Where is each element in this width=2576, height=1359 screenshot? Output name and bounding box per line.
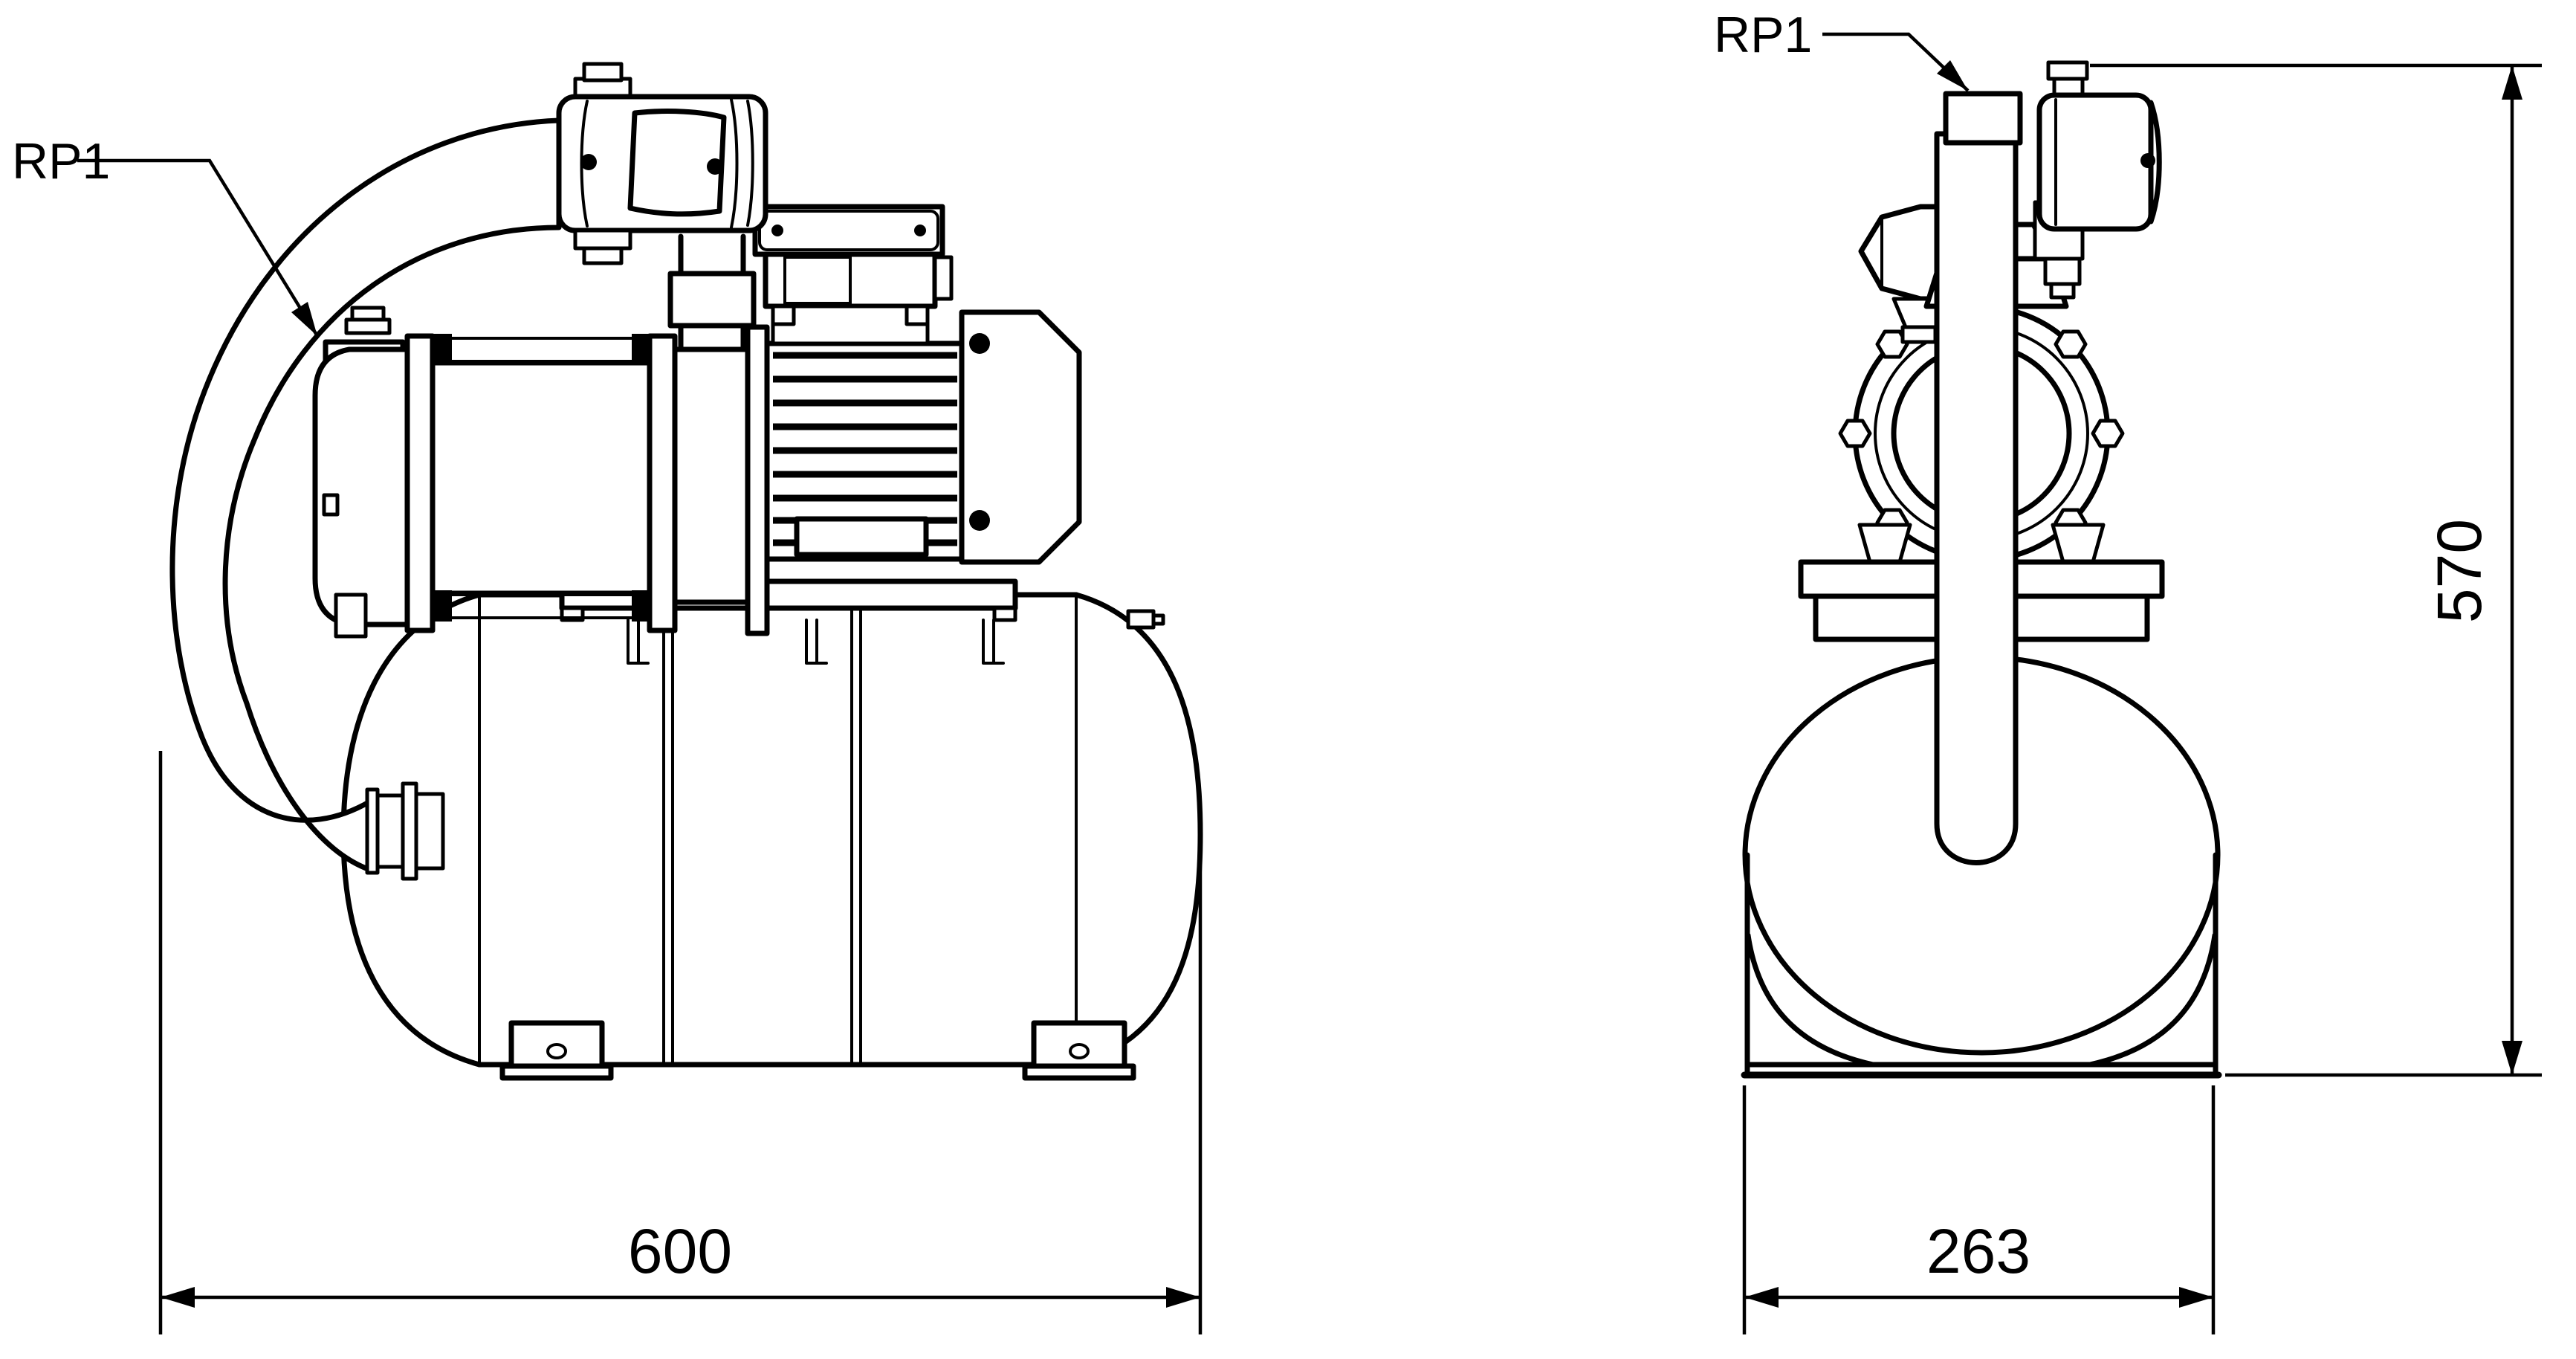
stand-sides	[1744, 852, 2219, 1078]
height-dimension: 570	[2090, 63, 2542, 1077]
front-port-callout: RP1	[12, 133, 319, 338]
discharge-pipe	[678, 233, 746, 352]
suction-hose	[169, 117, 562, 873]
side-leader-line	[1822, 32, 1970, 92]
hose-tank-coupling	[365, 781, 445, 881]
side-port-label: RP1	[1714, 7, 1812, 63]
switch-screw-end	[2140, 153, 2155, 168]
dim-arrow-left	[1744, 1287, 1779, 1308]
pump-head-cap	[312, 346, 419, 627]
dim-arrow-top	[2502, 65, 2522, 100]
pump-support-right	[2051, 523, 2106, 564]
cable-gland-top-cap	[582, 62, 624, 83]
fan-cover-bolt	[969, 510, 990, 531]
pressure-tank	[340, 592, 1203, 1068]
pump-flange-left	[404, 333, 436, 633]
switch-housing	[556, 94, 768, 233]
air-valve	[1126, 609, 1165, 630]
front-leader-line	[77, 158, 319, 338]
pump-stage-barrel	[430, 360, 653, 596]
height-value: 570	[2424, 519, 2494, 623]
front-leader-arrow	[291, 302, 317, 336]
dim-arrow-left	[161, 1287, 195, 1308]
tie-rod-nut	[434, 334, 452, 365]
motor-adapter-flange	[745, 324, 770, 636]
pressure-switch-end	[2036, 60, 2162, 232]
pump-head-foot	[334, 593, 368, 639]
tank-foot-left	[499, 1020, 614, 1081]
pump-flange-right	[647, 333, 678, 633]
tank-end-seams	[478, 593, 1078, 1066]
dim-arrow-bottom	[2502, 1041, 2522, 1075]
pump-unit	[312, 233, 770, 639]
tank-weld-seams	[662, 593, 862, 1066]
length-value: 600	[628, 1216, 732, 1286]
pump-support-left	[1857, 523, 1912, 564]
stand-fillet-left	[1745, 932, 1876, 1068]
suction-inlet-port-end	[1943, 91, 2023, 146]
cable-gland-bottom-cap	[582, 246, 624, 265]
switch-window	[627, 109, 727, 217]
dim-arrow-right	[2179, 1287, 2213, 1308]
switch-screw	[580, 154, 597, 170]
dim-arrow-right	[1166, 1287, 1200, 1308]
cable-gland-bottom	[573, 228, 632, 251]
switch-cover-edge	[2148, 100, 2162, 225]
switch-gland-lower-cap	[2049, 282, 2076, 300]
stand-fillet-right	[2087, 932, 2218, 1068]
suction-hose-end	[1934, 131, 2019, 865]
motor-foot	[794, 516, 929, 558]
saddle-studs	[627, 619, 1005, 665]
tank-right-dome	[1073, 592, 1203, 1068]
pressure-switch	[556, 62, 768, 265]
side-leader-arrow	[1937, 60, 1968, 91]
switch-screw	[707, 158, 723, 175]
tie-rod-nut	[632, 590, 650, 622]
side-port-callout: RP1	[1714, 7, 1970, 92]
tie-rods	[450, 337, 651, 619]
switch-gland-lower	[2043, 256, 2082, 286]
length-dimension: 600	[158, 751, 1203, 1334]
front-view: RP1 600	[12, 62, 1203, 1334]
width-dimension: 263	[1742, 1085, 2216, 1334]
motor	[752, 204, 1082, 565]
width-value: 263	[1926, 1216, 2030, 1286]
tie-rod-nut	[434, 590, 452, 622]
tie-rod-nut	[632, 334, 650, 365]
cable-gland-cap	[2046, 60, 2089, 81]
tank-foot-right	[1022, 1020, 1136, 1081]
side-view: RP1 570 263	[1714, 7, 2542, 1334]
discharge-chamber	[672, 346, 752, 605]
fan-cover	[959, 309, 1082, 565]
pump-head-plug	[322, 493, 340, 517]
discharge-pipe-flange	[667, 271, 757, 329]
fan-cover-bolt	[969, 333, 990, 354]
switch-bezel-right	[730, 98, 754, 229]
terminal-box	[752, 204, 954, 346]
